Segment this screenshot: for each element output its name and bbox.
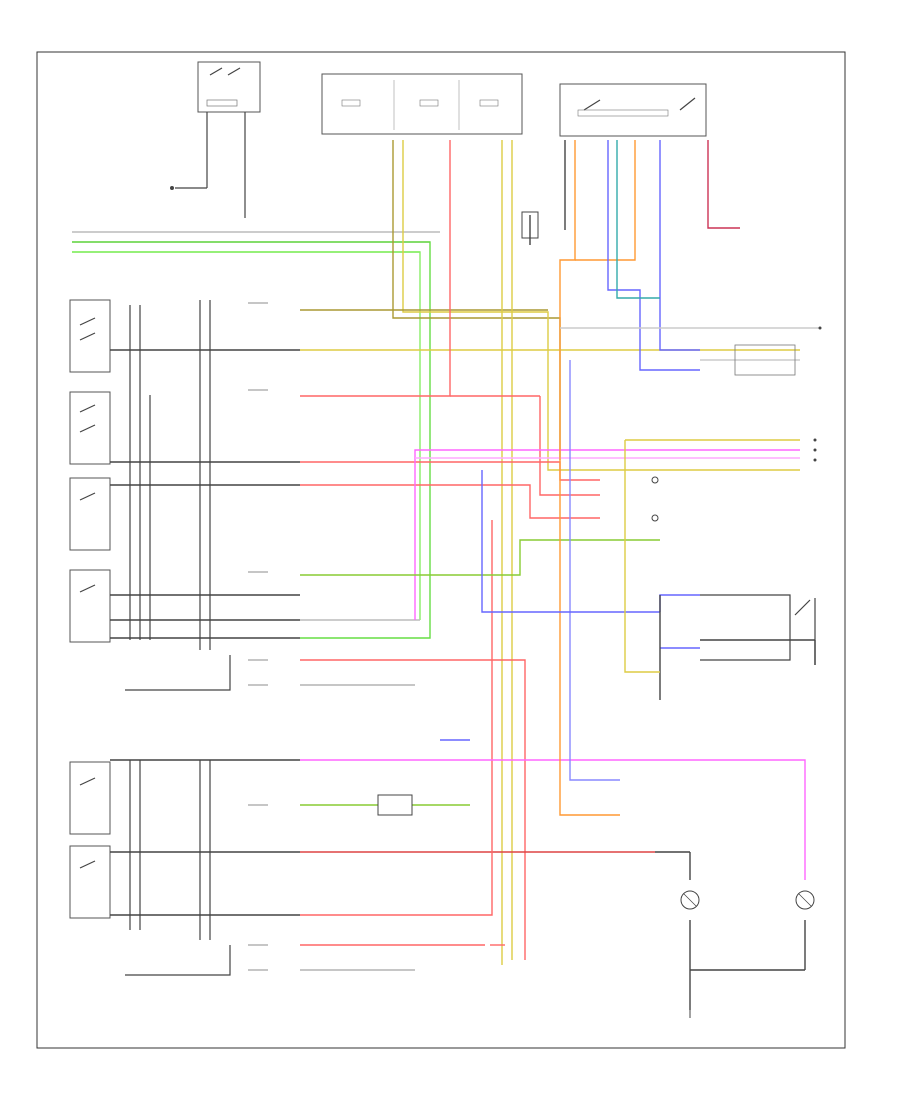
diagram-border (36, 51, 846, 1049)
wire-green-lower (300, 539, 660, 806)
top-right-switch-assembly (559, 83, 707, 137)
bulb-right (795, 890, 815, 910)
right-connector-block (734, 344, 796, 376)
left-component-2 (69, 391, 111, 465)
left-bus-bars (129, 300, 211, 940)
wire-black (110, 140, 816, 1010)
left-component-4 (69, 569, 111, 643)
wire-light-gray (560, 327, 820, 361)
ground-point-top-left (170, 186, 174, 190)
right-switch (700, 594, 816, 665)
wire-red (300, 140, 655, 960)
fuse-block-top (321, 73, 523, 135)
left-component-1 (69, 299, 111, 373)
connector-ticks (248, 302, 415, 971)
wire-harness (72, 140, 820, 1010)
top-left-switch (197, 61, 261, 113)
right-edge-terminals (813, 326, 822, 462)
left-component-5 (69, 761, 111, 835)
bulb-left (680, 890, 700, 910)
inline-module (377, 211, 539, 816)
wire-blue (440, 140, 700, 781)
wire-orange (559, 140, 636, 816)
wire-yellow-olive (300, 140, 800, 965)
lamp-symbols (651, 476, 659, 522)
left-component-6 (69, 845, 111, 919)
wire-pink (300, 449, 806, 880)
top-left-switch-wires (175, 112, 246, 218)
left-brackets (125, 655, 231, 976)
wire-green (72, 241, 431, 639)
wire-teal (616, 140, 660, 299)
wire-dark-red (707, 140, 740, 229)
wire-yellow-right (624, 439, 800, 673)
left-component-3 (69, 477, 111, 551)
